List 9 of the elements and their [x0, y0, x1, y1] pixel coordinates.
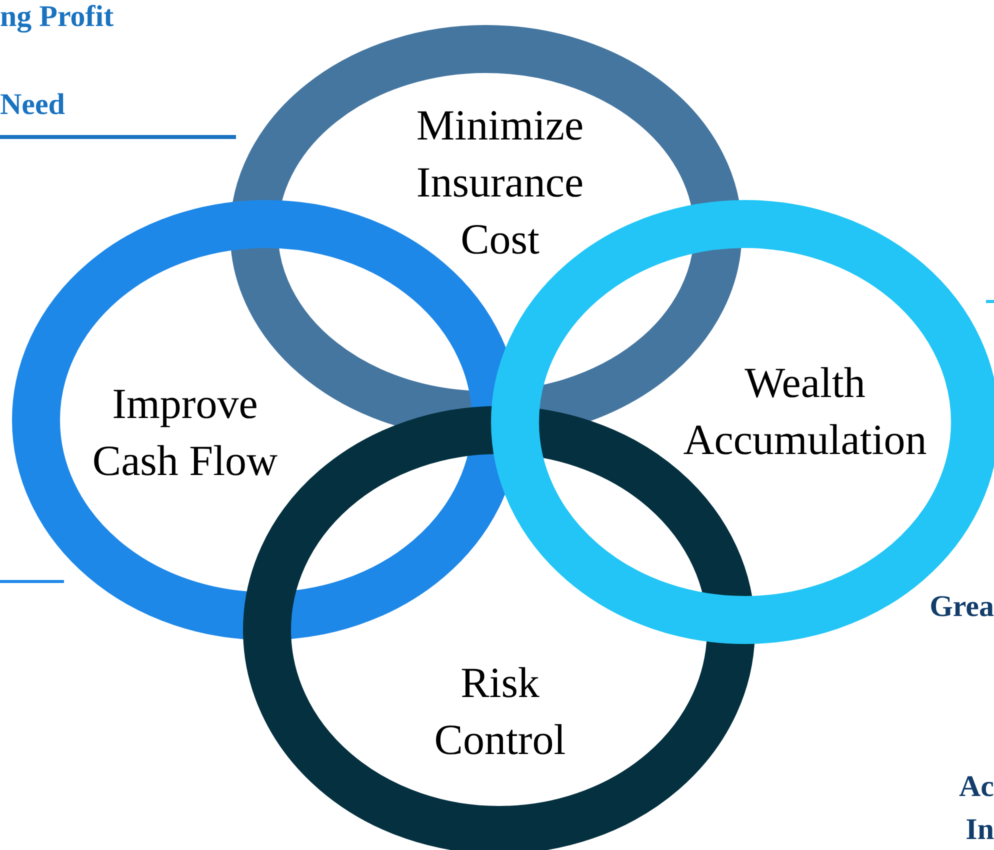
ring-label: Improve Cash Flow	[91, 380, 279, 487]
heading-text: Need	[0, 88, 65, 122]
heading-text: ng Profit	[0, 0, 114, 34]
heading-text: Grea	[930, 590, 994, 624]
ring-label: Minimize Insurance Cost	[415, 102, 585, 266]
heading-text: In	[966, 813, 994, 847]
ring-label: Wealth Accumulation	[682, 359, 928, 466]
heading-text: Ac	[959, 770, 994, 804]
ring-label: Risk Control	[433, 659, 567, 766]
